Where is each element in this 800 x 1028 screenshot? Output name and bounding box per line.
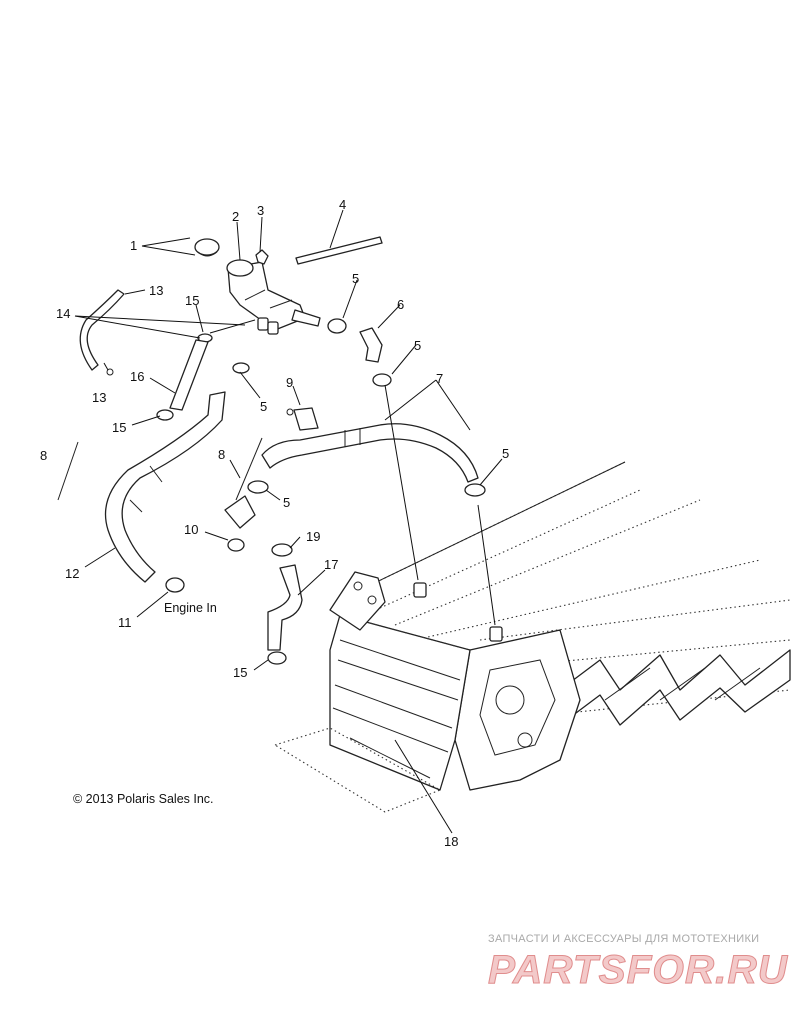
callout-15: 15: [233, 665, 247, 680]
part-11-clamp: [165, 577, 185, 593]
callout-8: 8: [218, 447, 225, 462]
callout-8: 8: [40, 448, 47, 463]
callout-9: 9: [286, 375, 293, 390]
callout-18: 18: [444, 834, 458, 849]
callout-13: 13: [92, 390, 106, 405]
part-6-elbow-hose: [359, 327, 383, 363]
watermark-tagline: ЗАПЧАСТИ И АКСЕССУАРЫ ДЛЯ МОТОТЕХНИКИ: [488, 933, 759, 945]
callout-7: 7: [436, 371, 443, 386]
watermark: ЗАПЧАСТИ И АКСЕССУАРЫ ДЛЯ МОТОТЕХНИКИ PA…: [488, 933, 788, 993]
part-14-hose: [79, 289, 125, 376]
callout-5: 5: [414, 338, 421, 353]
part-12-hose: [104, 391, 226, 583]
part-16-hose: [169, 339, 209, 411]
part-2-coolant-bottle: [226, 259, 321, 335]
callout-5: 5: [352, 271, 359, 286]
chassis-tunnel: [273, 461, 791, 813]
callout-6: 6: [397, 297, 404, 312]
callout-13: 13: [149, 283, 163, 298]
callout-5: 5: [283, 495, 290, 510]
callout-12: 12: [65, 566, 79, 581]
part-1-cap: [194, 238, 220, 257]
callout-10: 10: [184, 522, 198, 537]
callout-2: 2: [232, 209, 239, 224]
callout-5: 5: [260, 399, 267, 414]
callout-14: 14: [56, 306, 70, 321]
callout-15: 15: [112, 420, 126, 435]
callout-5: 5: [502, 446, 509, 461]
watermark-logo: PARTSFOR.RU: [488, 948, 788, 992]
callout-17: 17: [324, 557, 338, 572]
copyright-notice: © 2013 Polaris Sales Inc.: [73, 792, 214, 806]
callout-19: 19: [306, 529, 320, 544]
engine-in-label: Engine In: [164, 601, 217, 615]
callout-1: 1: [130, 238, 137, 253]
part-4-rod: [295, 236, 383, 265]
part-15-clamp: [156, 333, 287, 665]
callouts: 1 2 3 4 5 6 5 13 14 15 13 16 5 9 7 15 5 …: [40, 197, 509, 849]
part-7-hose: [261, 423, 479, 483]
leader-lines: [74, 209, 503, 834]
part-5-clamp: [232, 318, 486, 497]
callout-15: 15: [185, 293, 199, 308]
part-19-clamp: [271, 543, 293, 557]
callout-11: 11: [118, 615, 132, 630]
part-10-fitting: [224, 495, 256, 552]
part-3-bolt: [255, 249, 269, 265]
part-8-cable-tie: [57, 437, 263, 501]
callout-16: 16: [130, 369, 144, 384]
part-9-bracket: [286, 407, 319, 431]
callout-3: 3: [257, 203, 264, 218]
callout-4: 4: [339, 197, 346, 212]
part-17-hose: [267, 564, 303, 651]
